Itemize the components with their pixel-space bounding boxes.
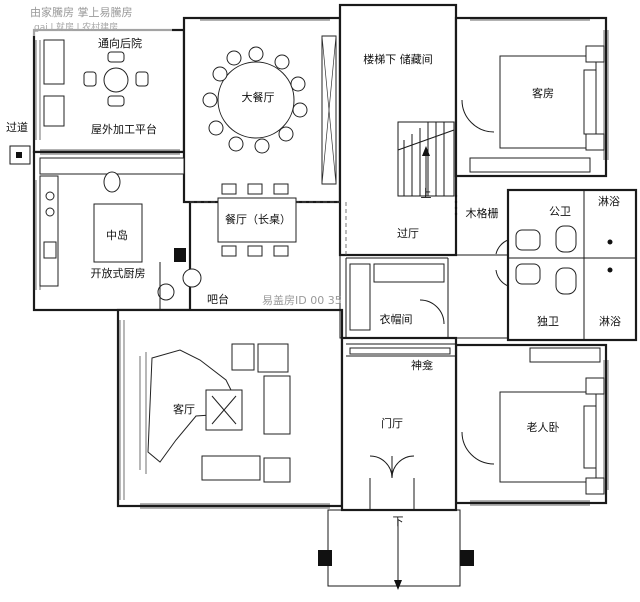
living-room-furniture <box>139 343 291 483</box>
label-hallway: 过厅 <box>397 227 419 240</box>
label-island: 中岛 <box>106 228 128 242</box>
doors <box>369 99 509 510</box>
label-dining-long: 餐厅（长桌） <box>225 212 291 226</box>
label-courtyard: 通向后院 <box>98 36 142 50</box>
label-bar: 吧台 <box>207 292 229 306</box>
shelves <box>321 35 601 363</box>
watermark-sub: gai l 就房 l 农村建房 <box>34 21 118 33</box>
staircase <box>397 121 458 216</box>
label-outdoor-platform: 屋外加工平台 <box>91 122 157 136</box>
room-labels: 通向后院 屋外加工平台 过道 大餐厅 楼梯下 储藏间 客房 中岛 开放式厨房 餐… <box>6 36 621 528</box>
lattice-dots <box>454 194 458 216</box>
label-open-kitchen: 开放式厨房 <box>91 266 146 280</box>
long-table <box>217 183 297 257</box>
watermark-top: 由家騰房 掌上易騰房 <box>30 5 133 19</box>
drain-symbol <box>9 145 31 165</box>
label-foyer: 门厅 <box>381 416 403 430</box>
label-shower-1: 淋浴 <box>598 195 620 208</box>
label-living-room: 客厅 <box>173 402 195 416</box>
label-elder-bedroom: 老人卧 <box>527 421 560 434</box>
label-dining-large: 大餐厅 <box>242 90 275 104</box>
label-shower-2: 淋浴 <box>599 315 621 328</box>
label-public-bath: 公卫 <box>549 205 571 218</box>
front-porch <box>318 509 474 590</box>
label-guest-room: 客房 <box>532 86 554 100</box>
label-up: 上 <box>421 187 432 200</box>
kitchen-fixtures <box>39 157 202 311</box>
label-private-bath: 独卫 <box>537 315 559 328</box>
beds <box>499 45 605 495</box>
label-lattice: 木格栅 <box>466 206 499 220</box>
interior-lines <box>190 190 636 357</box>
bathroom-fixtures <box>515 225 613 295</box>
label-shrine: 神龛 <box>411 358 433 372</box>
watermark: 由家騰房 掌上易騰房 gai l 就房 l 农村建房 易盖房ID 00 35 <box>2 2 342 307</box>
label-cloakroom: 衣帽间 <box>380 312 413 326</box>
label-down: 下 <box>393 515 404 528</box>
round-dining-table <box>202 46 308 154</box>
watermark-center: 易盖房ID 00 35 <box>262 293 342 307</box>
label-storage: 楼梯下 储藏间 <box>363 52 433 66</box>
label-passage: 过道 <box>6 120 28 134</box>
courtyard-table <box>43 39 149 127</box>
